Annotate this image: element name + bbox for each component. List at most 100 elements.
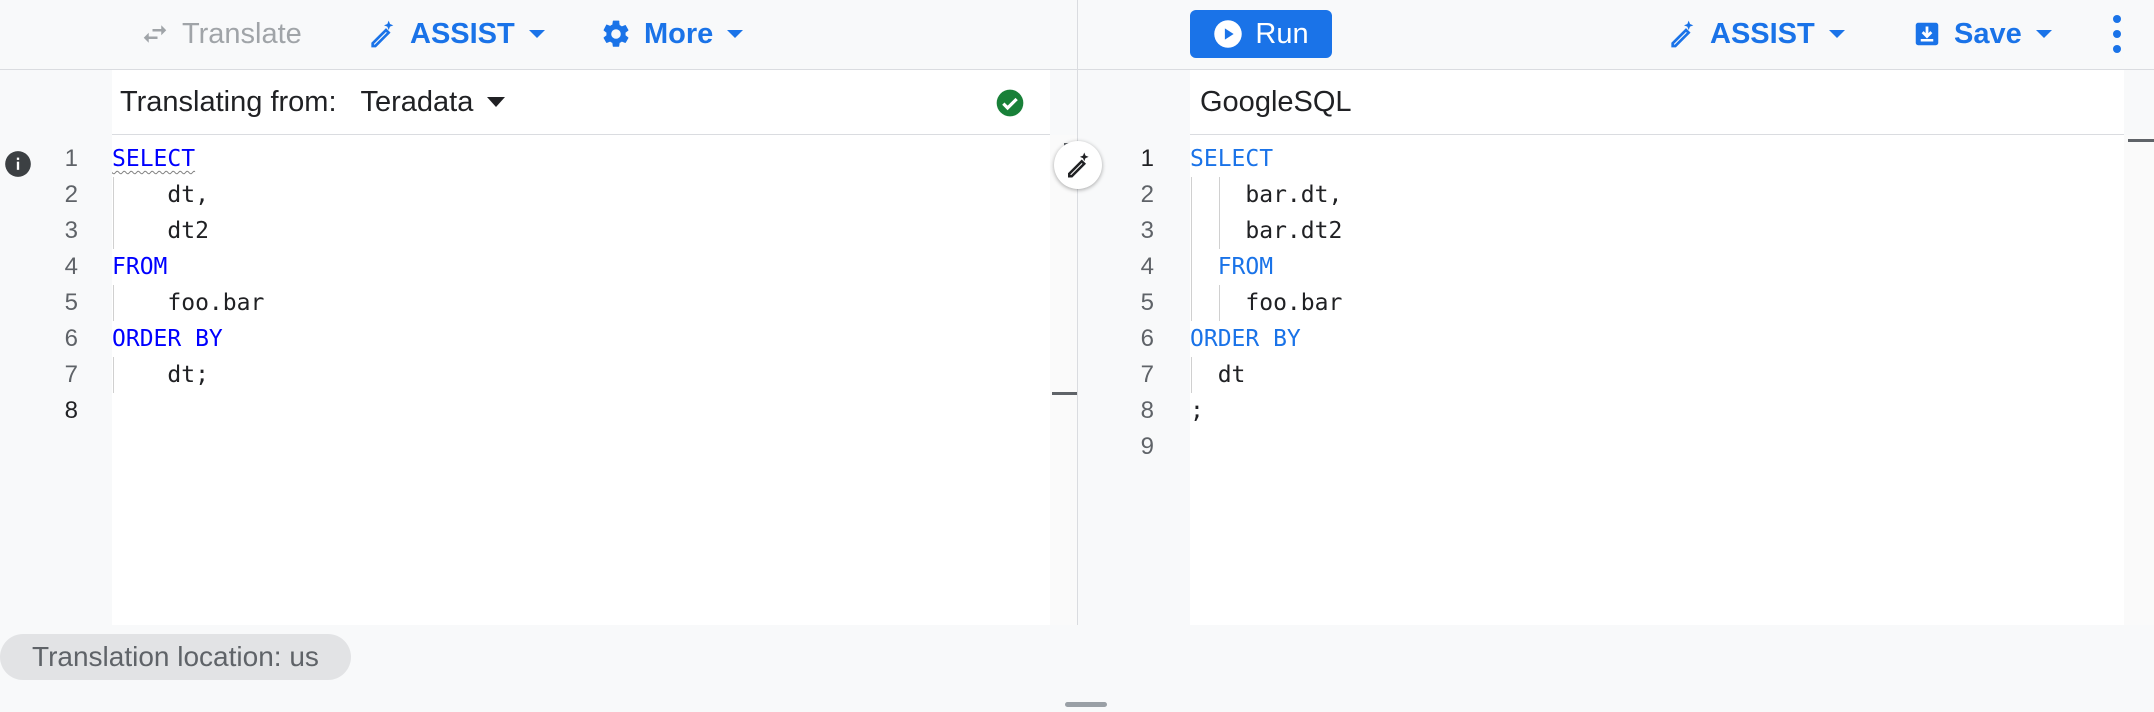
code-line: ORDER BY xyxy=(1190,321,1301,357)
code-keyword: ORDER BY xyxy=(112,326,223,352)
translate-button[interactable]: Translate xyxy=(140,0,302,68)
target-code-editor[interactable]: SELECT bar.dt, bar.dt2 FROM foo.bar ORDE… xyxy=(1190,135,2124,625)
check-circle-icon xyxy=(996,89,1024,117)
code-text: foo.bar xyxy=(1190,290,1343,316)
code-line: dt xyxy=(1190,357,1246,393)
target-line-numbers: 1 2 3 4 5 6 7 8 9 xyxy=(1114,135,1156,625)
line-number: 4 xyxy=(1140,253,1154,280)
code-keyword: SELECT xyxy=(112,146,196,172)
magic-pen-icon xyxy=(1068,152,1089,178)
dropdown-arrow-icon xyxy=(487,97,506,107)
code-line: SELECT xyxy=(1190,141,1273,177)
indent-guide xyxy=(1219,177,1220,249)
save-label: Save xyxy=(1954,17,2022,50)
target-dialect-value: GoogleSQL xyxy=(1200,85,1352,118)
chevron-down-icon xyxy=(727,30,744,38)
cursor-position-marker xyxy=(1052,392,1077,395)
translation-location-label: Translation location: us xyxy=(32,641,319,672)
more-button[interactable]: More xyxy=(600,0,744,68)
source-pane: Translate ASSIST More Translating from: … xyxy=(0,0,1077,625)
source-dialect-value: Teradata xyxy=(360,85,474,118)
target-scrollbar-track[interactable] xyxy=(2124,135,2154,625)
indent-guide xyxy=(113,177,114,249)
indent-guide xyxy=(1191,357,1192,393)
save-download-icon xyxy=(1915,22,1939,46)
assist-label-left: ASSIST xyxy=(410,17,515,50)
code-text: bar.dt, xyxy=(1190,182,1343,208)
assist-button-right[interactable]: ASSIST xyxy=(1666,0,1845,68)
code-keyword: SELECT xyxy=(1190,146,1274,172)
code-line: dt; xyxy=(112,357,209,393)
line-number: 5 xyxy=(1140,289,1154,316)
swap-icon xyxy=(143,25,167,43)
chevron-down-icon xyxy=(528,30,545,38)
assist-label-right: ASSIST xyxy=(1710,17,1815,50)
code-line: bar.dt2 xyxy=(1190,213,1342,249)
resize-handle[interactable] xyxy=(1065,702,1107,707)
code-keyword: FROM xyxy=(112,254,168,280)
run-button[interactable]: Run xyxy=(1190,10,1332,58)
assist-inline-button[interactable] xyxy=(1054,141,1102,189)
line-number: 5 xyxy=(64,289,78,316)
line-number: 6 xyxy=(64,325,78,352)
gear-icon xyxy=(603,20,629,47)
indent-guide xyxy=(1219,285,1220,321)
target-toolbar: Run ASSIST Save xyxy=(1078,0,2154,70)
source-code-editor[interactable]: SELECT dt, dt2 FROM foo.bar ORDER BY dt; xyxy=(112,135,1050,625)
line-number: 1 xyxy=(1140,145,1154,172)
code-line: dt, xyxy=(112,177,209,213)
line-number: 8 xyxy=(1140,397,1154,424)
line-number: 7 xyxy=(1140,361,1154,388)
code-line: foo.bar xyxy=(112,285,264,321)
target-dialect-bar: GoogleSQL xyxy=(1190,70,2124,135)
code-keyword: ORDER BY xyxy=(1190,326,1301,352)
code-line: foo.bar xyxy=(1190,285,1342,321)
code-text: dt2 xyxy=(112,218,209,244)
code-line: dt2 xyxy=(112,213,209,249)
line-number: 9 xyxy=(1140,433,1154,460)
line-number: 7 xyxy=(64,361,78,388)
pane-divider[interactable] xyxy=(1077,0,1078,625)
info-icon[interactable] xyxy=(4,150,32,178)
code-text: foo.bar xyxy=(112,290,265,316)
chevron-down-icon xyxy=(1828,30,1845,38)
code-text: dt, xyxy=(112,182,209,208)
code-line: SELECT xyxy=(112,141,195,177)
translating-from-label: Translating from: xyxy=(120,85,337,118)
magic-pen-icon xyxy=(1671,20,1694,48)
translate-label: Translate xyxy=(182,17,302,50)
chevron-down-icon xyxy=(2035,30,2052,38)
source-dialect-bar: Translating from: Teradata xyxy=(112,70,1050,135)
code-keyword: FROM xyxy=(1190,254,1274,280)
indent-guide xyxy=(1191,177,1192,249)
run-label: Run xyxy=(1255,17,1309,50)
line-number: 2 xyxy=(64,181,78,208)
translation-location-chip[interactable]: Translation location: us xyxy=(0,634,351,680)
code-text: dt xyxy=(1190,362,1246,388)
line-number: 3 xyxy=(64,217,78,244)
line-number: 8 xyxy=(64,397,78,424)
code-text: bar.dt2 xyxy=(1190,218,1343,244)
line-number: 2 xyxy=(1140,181,1154,208)
assist-button-left[interactable]: ASSIST xyxy=(366,0,545,68)
more-label: More xyxy=(644,17,714,50)
indent-guide xyxy=(113,357,114,393)
code-line: bar.dt, xyxy=(1190,177,1342,213)
code-line: FROM xyxy=(1190,249,1273,285)
save-button[interactable]: Save xyxy=(1912,0,2052,68)
source-scrollbar-track[interactable] xyxy=(1050,135,1077,625)
code-line: ORDER BY xyxy=(112,321,223,357)
code-text: ; xyxy=(1190,398,1204,424)
target-pane: Run ASSIST Save GoogleSQL 1 2 3 4 5 6 7 … xyxy=(1054,0,2154,625)
play-circle-icon xyxy=(1214,20,1243,48)
more-vert-icon[interactable] xyxy=(2112,14,2122,54)
line-number: 4 xyxy=(64,253,78,280)
magic-pen-icon xyxy=(371,20,394,48)
source-toolbar: Translate ASSIST More xyxy=(0,0,1077,70)
indent-guide xyxy=(1191,249,1192,321)
cursor-position-marker xyxy=(2128,139,2154,142)
code-line: FROM xyxy=(112,249,167,285)
line-number: 3 xyxy=(1140,217,1154,244)
source-dialect-select[interactable]: Teradata xyxy=(361,86,506,119)
line-number: 1 xyxy=(64,145,78,172)
